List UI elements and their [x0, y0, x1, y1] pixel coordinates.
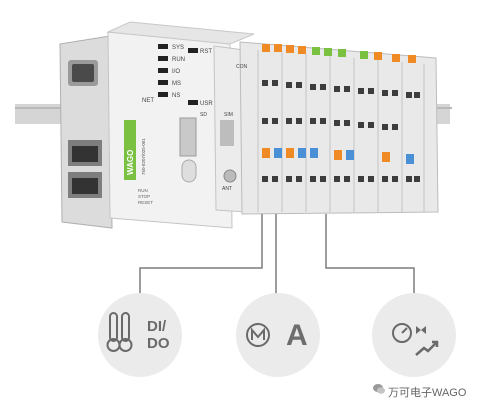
ant-label: ANT [222, 186, 232, 192]
led-label-ns: NS [172, 93, 180, 99]
controller-module: SYS RUN I/O MS NS RST USR NET WAGO 750-8… [106, 21, 255, 229]
wago-logo-band [124, 120, 136, 180]
gauge-valve-trend-icon [392, 323, 439, 356]
special-io-circle [372, 293, 456, 377]
analog-io-circle [236, 293, 320, 377]
analog-io-label: A [286, 319, 308, 352]
led-label-rst: RST [200, 49, 212, 55]
led-label-sys: SYS [172, 45, 184, 51]
sd-card-slot [179, 117, 197, 157]
net-label: NET [142, 98, 154, 104]
watermark-text: 万可电子WAGO [388, 387, 467, 399]
modem-module: SIM ANT [213, 45, 247, 213]
brand-logo: WAGO [126, 150, 135, 175]
io-terminal-bank: CON [236, 41, 439, 215]
ethernet-module [59, 35, 113, 229]
connection-lines [139, 214, 415, 294]
thermometer-icon [106, 312, 133, 352]
status-led-column [158, 44, 198, 105]
con-label: CON [236, 64, 248, 70]
led-label-ms: MS [172, 81, 181, 87]
wechat-icon [373, 384, 385, 394]
dip-switch [181, 159, 197, 183]
antenna-connector [223, 169, 237, 183]
switch-label-run: RUN [138, 188, 148, 193]
digital-io-label: DI/DO [147, 318, 170, 352]
model-label: 750-8207/025-001 [141, 138, 146, 175]
sd-label: SD [200, 112, 207, 118]
led-label-run: RUN [172, 57, 185, 63]
switch-label-reset: RESET [138, 200, 153, 205]
led-label-io: I/O [172, 69, 180, 75]
sim-label: SIM [224, 112, 233, 118]
digital-io-circle [98, 293, 182, 377]
switch-label-stop: STOP [138, 194, 150, 199]
led-label-usr: USR [200, 101, 213, 107]
motor-icon [246, 323, 270, 347]
